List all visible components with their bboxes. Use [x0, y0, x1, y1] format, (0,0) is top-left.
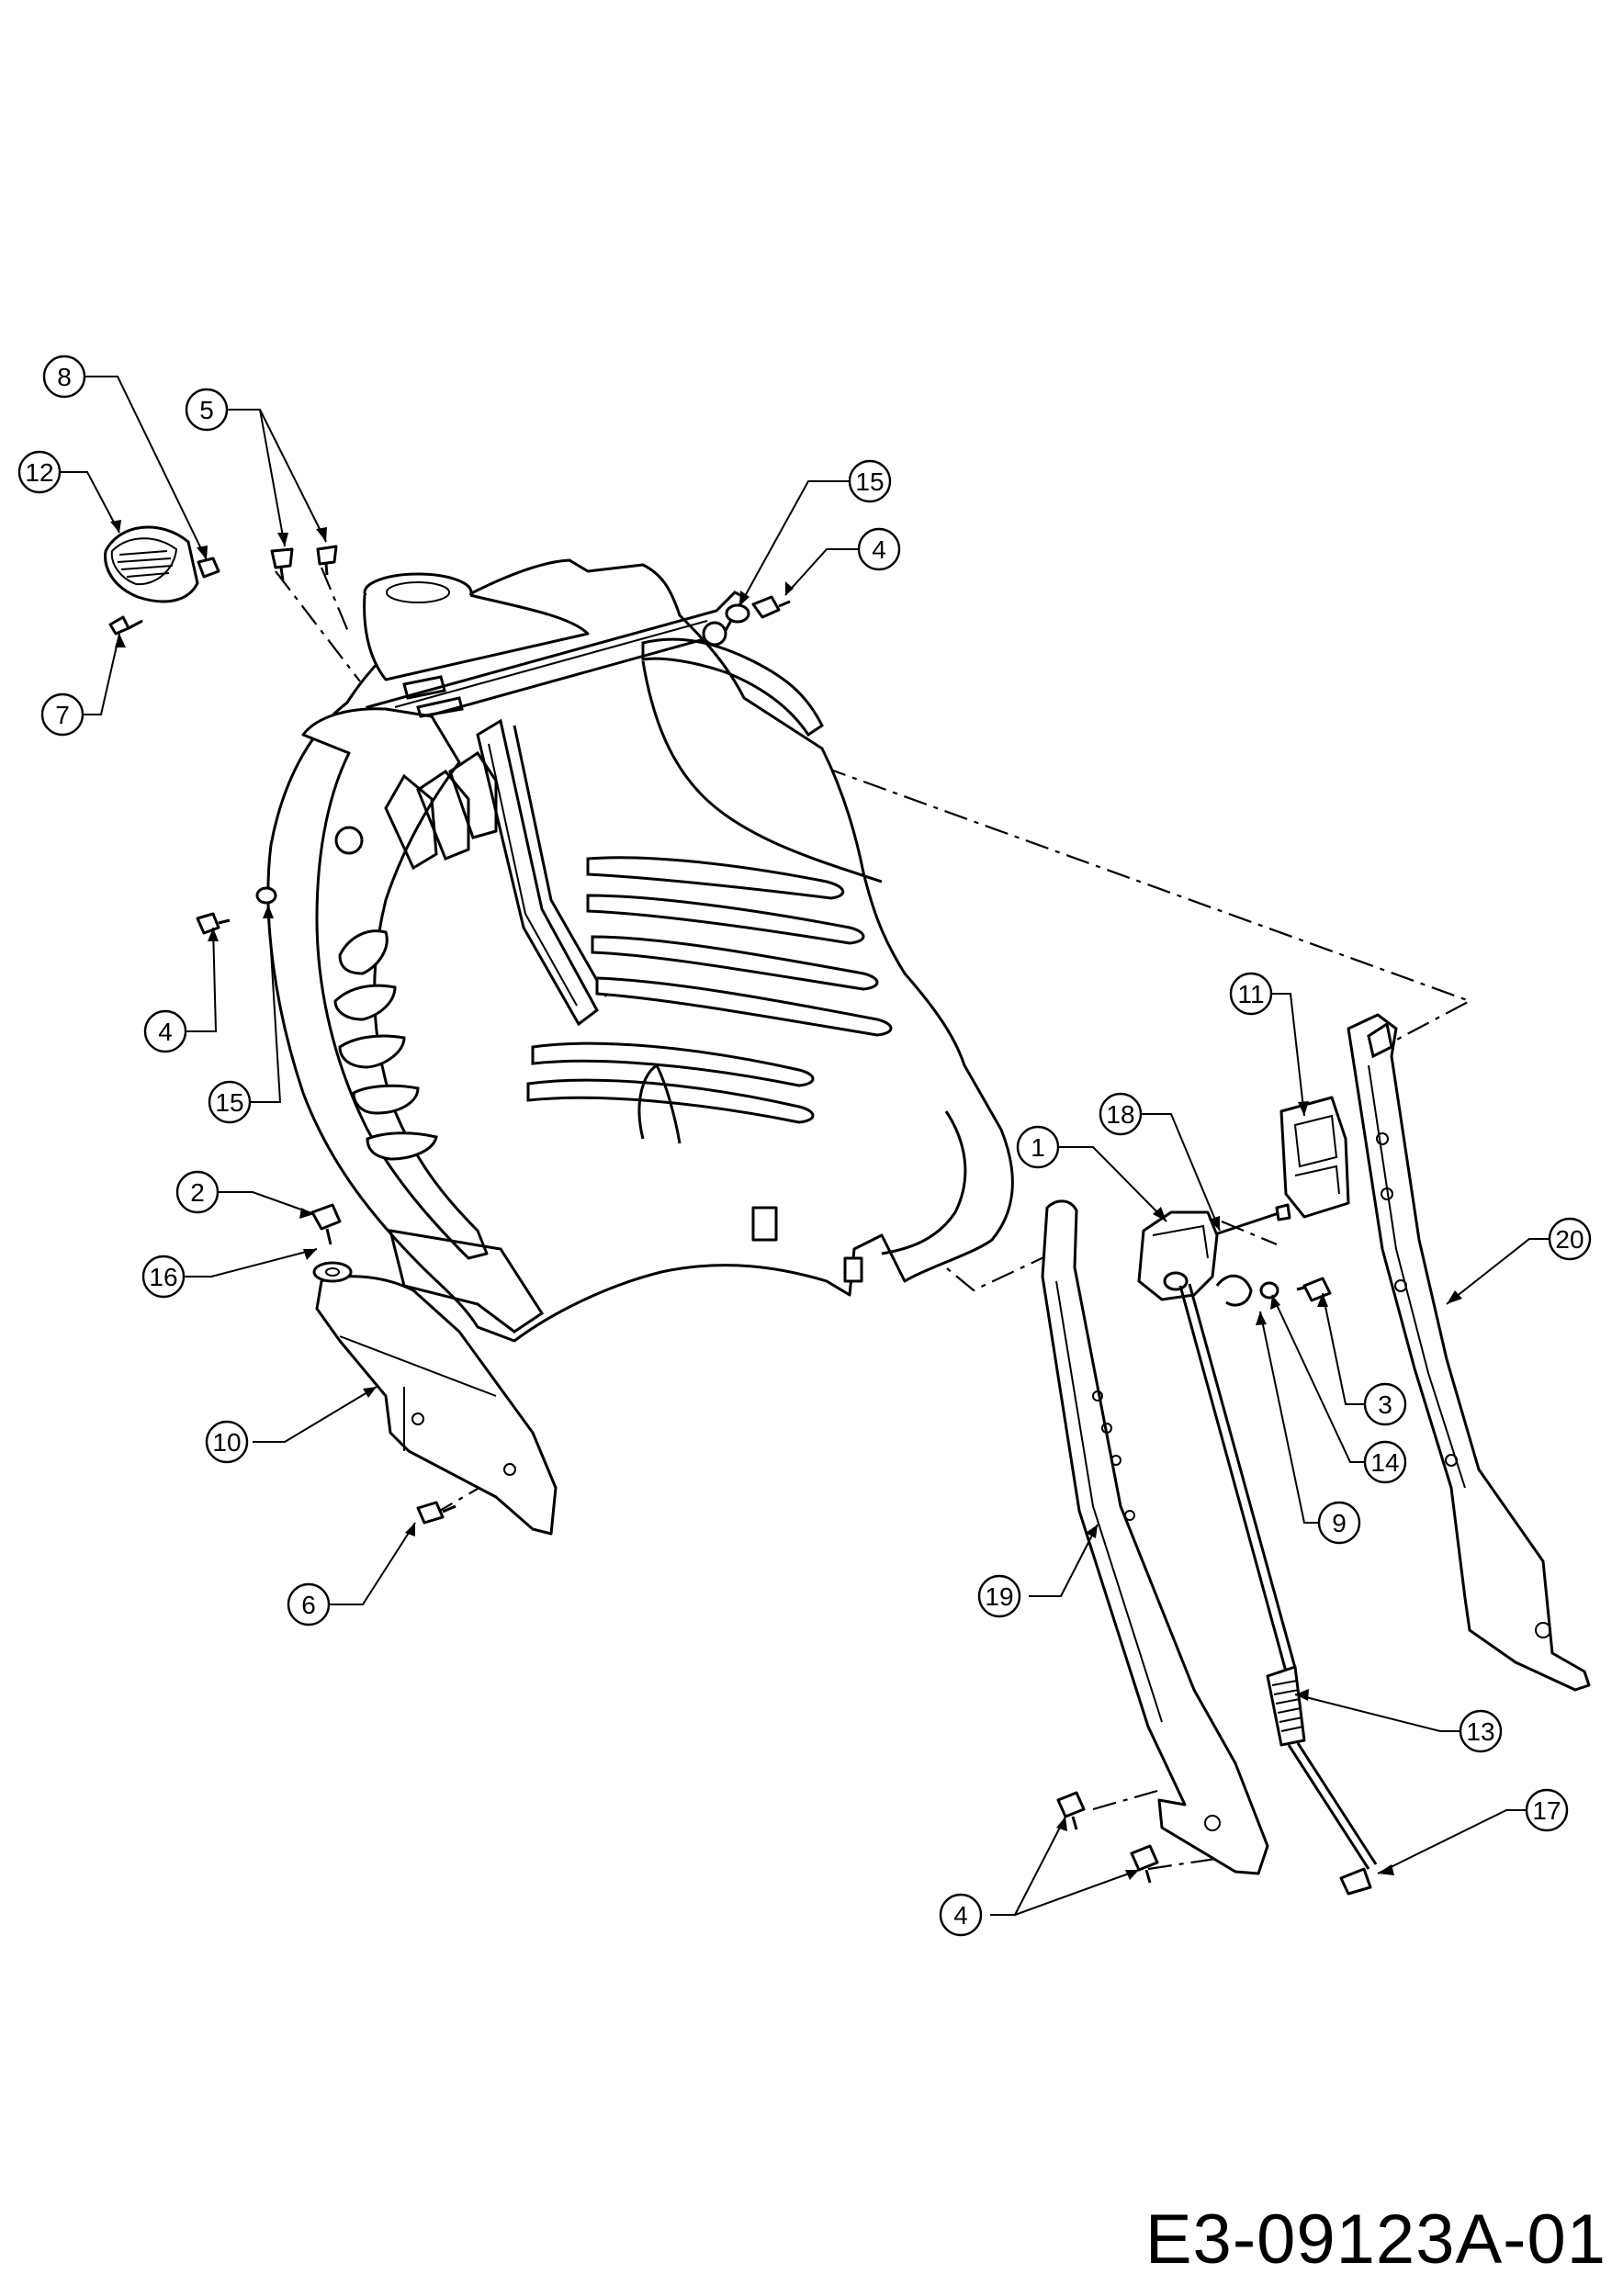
callout-number: 18: [1106, 1100, 1134, 1129]
callout-c1: 1: [1016, 1125, 1060, 1169]
callout-c15b: 15: [208, 1080, 252, 1124]
callout-c16: 16: [141, 1255, 186, 1299]
callout-number: 4: [158, 1018, 173, 1046]
callout-c4c: 4: [939, 1893, 983, 1937]
callout-number: 10: [212, 1428, 241, 1457]
callout-circle: [1099, 1092, 1143, 1136]
callout-c8: 8: [42, 355, 86, 399]
callout-c7: 7: [40, 692, 85, 737]
callout-circle: [1548, 1217, 1592, 1261]
callout-number: 20: [1555, 1225, 1584, 1254]
callout-number: 1: [1031, 1133, 1045, 1162]
callout-number: 7: [55, 701, 70, 729]
callout-circle: [42, 355, 86, 399]
callout-number: 14: [1370, 1448, 1399, 1477]
callout-circle: [1016, 1125, 1060, 1169]
callout-circle: [857, 527, 901, 571]
callout-number: 3: [1378, 1390, 1392, 1419]
callout-c10: 10: [205, 1420, 249, 1464]
latch-assembly: [1056, 1096, 1378, 1896]
shroud-fasteners: [104, 525, 791, 1525]
callout-circle: [848, 459, 892, 503]
callout-circle: [141, 1255, 186, 1299]
callout-number: 4: [953, 1901, 968, 1930]
callout-c19: 19: [977, 1574, 1021, 1618]
callout-c15a: 15: [848, 459, 892, 503]
callout-c11: 11: [1229, 972, 1273, 1016]
callout-c3: 3: [1363, 1382, 1407, 1426]
hood-shroud: [266, 558, 1014, 1343]
callout-number: 5: [199, 396, 214, 424]
bracket-19: [1041, 1199, 1269, 1875]
callout-circle: [143, 1009, 187, 1053]
callout-c6: 6: [287, 1582, 331, 1626]
callout-circle: [17, 450, 62, 494]
callout-number: 12: [25, 458, 53, 487]
callout-number: 2: [190, 1178, 205, 1207]
callout-circle: [1229, 972, 1273, 1016]
callout-circle: [1525, 1788, 1569, 1832]
callout-number: 8: [57, 363, 72, 391]
callout-number: 15: [855, 467, 884, 496]
callout-c17: 17: [1525, 1788, 1569, 1832]
callout-number: 4: [872, 535, 886, 564]
callout-number: 13: [1466, 1717, 1494, 1746]
callout-c13: 13: [1459, 1709, 1503, 1753]
callout-number: 11: [1237, 980, 1264, 1008]
callout-circle: [977, 1574, 1021, 1618]
callout-c12: 12: [17, 450, 62, 494]
callout-number: 6: [301, 1591, 316, 1619]
callout-circle: [1363, 1440, 1407, 1484]
left-guard-panel: [315, 1229, 558, 1536]
callout-circle: [185, 388, 229, 432]
callout-circle: [208, 1080, 252, 1124]
callout-c4a: 4: [857, 527, 901, 571]
callout-number: 17: [1532, 1796, 1561, 1825]
callout-c4b: 4: [143, 1009, 187, 1053]
leader-arrowheads: [110, 520, 1462, 1880]
callout-c14: 14: [1363, 1440, 1407, 1484]
callout-number: 9: [1332, 1509, 1347, 1537]
callout-circle: [939, 1893, 983, 1937]
callout-circle: [1459, 1709, 1503, 1753]
callout-circle: [287, 1582, 331, 1626]
callout-c18: 18: [1099, 1092, 1143, 1136]
callout-circle: [1317, 1501, 1361, 1545]
callout-c5: 5: [185, 388, 229, 432]
document-code: E3-09123A-01: [1144, 2200, 1606, 2279]
callout-circle: [175, 1170, 220, 1214]
callout-number: 16: [149, 1263, 177, 1291]
bracket-20: [1347, 1013, 1591, 1692]
callout-circle: [205, 1420, 249, 1464]
callout-circle: [40, 692, 85, 737]
callout-c2: 2: [175, 1170, 220, 1214]
callout-group: 8 5 12 15 4 7 4 15 11 18 1 20 2 16 3 10 14 9 6 19 13 17 4: [17, 355, 1592, 1937]
callout-c20: 20: [1548, 1217, 1592, 1261]
callout-number: 19: [985, 1582, 1013, 1611]
callout-number: 15: [215, 1088, 243, 1117]
callout-circle: [1363, 1382, 1407, 1426]
callout-c9: 9: [1317, 1501, 1361, 1545]
